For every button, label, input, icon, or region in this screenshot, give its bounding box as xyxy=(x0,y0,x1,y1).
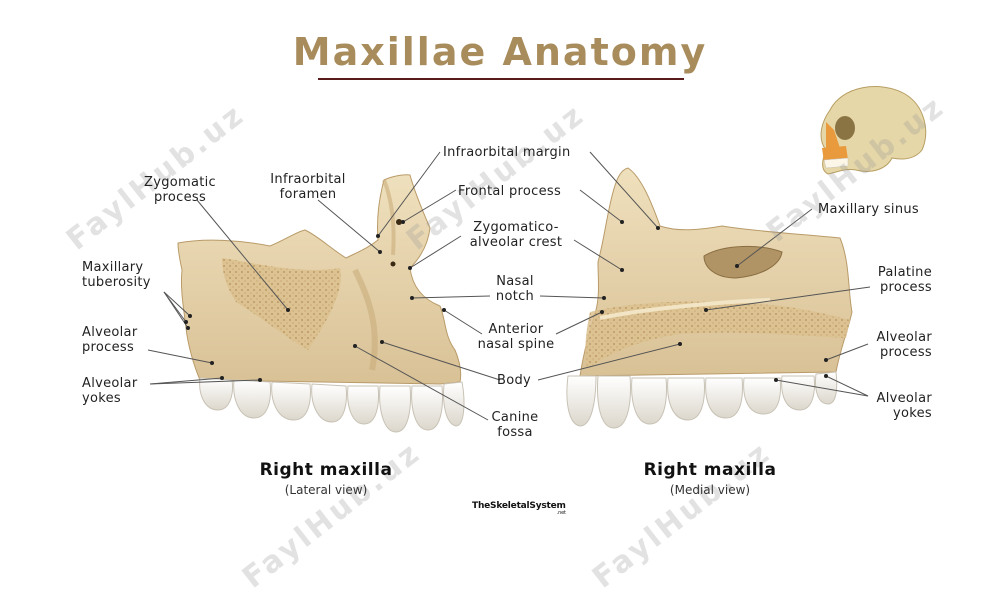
label-frontal-process: Frontal process xyxy=(458,184,562,199)
caption-lateral-view: (Lateral view) xyxy=(284,483,368,497)
brand-name: TheSkeletalSystem xyxy=(472,501,566,511)
leader-dots xyxy=(184,220,828,382)
lateral-teeth xyxy=(199,377,465,433)
skull-thumbnail xyxy=(820,86,927,175)
caption-medial: Right maxilla (Medial view) xyxy=(610,460,810,497)
lateral-maxilla xyxy=(177,174,465,433)
maxilla-illustration xyxy=(147,86,927,433)
medial-teeth xyxy=(566,371,838,429)
label-body: Body xyxy=(497,373,532,388)
caption-lateral-title: Right maxilla xyxy=(259,460,393,480)
medial-maxilla xyxy=(566,167,853,429)
leader-lines xyxy=(147,151,871,421)
label-maxillary-sinus: Maxillary sinus xyxy=(818,202,919,217)
label-zygomatico-alveolar-crest: Zygomatico-alveolar crest xyxy=(469,220,563,250)
caption-medial-title: Right maxilla xyxy=(643,460,777,480)
caption-lateral: Right maxilla (Lateral view) xyxy=(226,460,426,497)
brand-suffix: .net xyxy=(556,510,566,516)
title-underline xyxy=(318,78,684,80)
brand-logo: TheSkeletalSystem .net xyxy=(472,501,566,516)
caption-medial-view: (Medial view) xyxy=(669,483,751,497)
page-title: Maxillae Anatomy xyxy=(292,30,708,74)
label-infraorbital-margin: Infraorbital margin xyxy=(443,145,571,160)
